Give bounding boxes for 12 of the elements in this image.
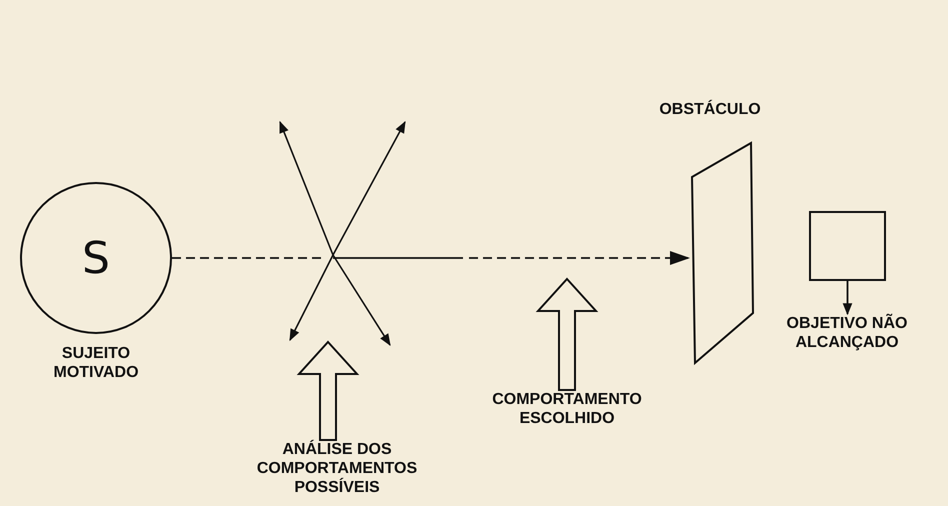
arrow — [842, 281, 852, 316]
symbol-letter: S — [82, 232, 110, 284]
circle-node — [20, 182, 172, 334]
dashed-arrow — [172, 251, 690, 265]
heading: OBSTÁCULO — [658, 100, 762, 119]
node-label: COMPORTAMENTO ESCOLHIDO — [491, 390, 643, 428]
node-label: SUJEITO MOTIVADO — [52, 344, 140, 382]
node-label: ANÁLISE DOS COMPORTAMENTOS POSSÍVEIS — [256, 440, 418, 497]
block-arrow — [536, 278, 598, 391]
block-arrow — [296, 340, 360, 441]
target-box — [809, 211, 886, 281]
node-label: OBJETIVO NÃO ALCANÇADO — [786, 314, 908, 352]
